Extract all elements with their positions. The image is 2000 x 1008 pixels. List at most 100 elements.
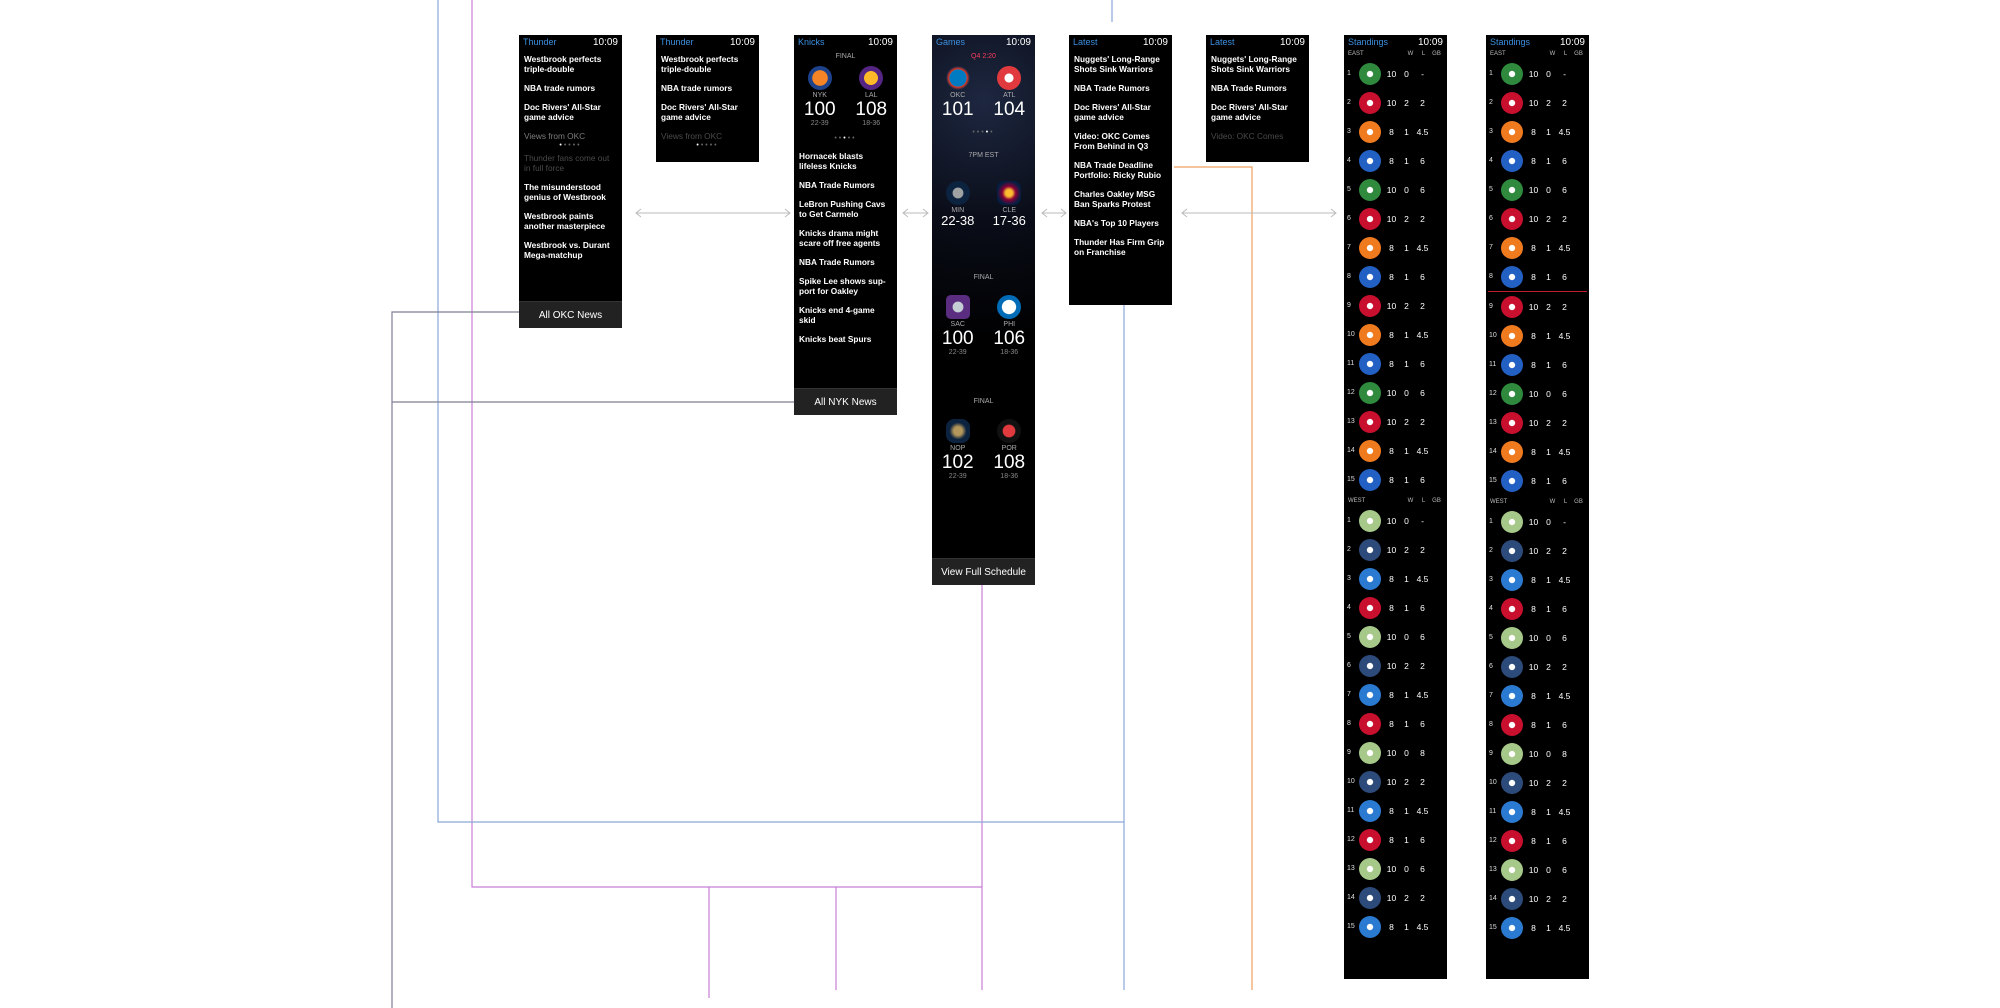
news-item[interactable]: Westbrook vs. Durant Mega-matchup	[524, 240, 610, 260]
news-item[interactable]: The misunderstood genius of Westbrook	[524, 182, 606, 202]
news-item[interactable]: NBA Trade Rumors	[1211, 83, 1287, 93]
news-item[interactable]: NBA Trade Rumors	[1074, 83, 1150, 93]
all-okc-news-button[interactable]: All OKC News	[519, 301, 622, 328]
all-nyk-news-button[interactable]: All NYK News	[794, 388, 897, 415]
game-card[interactable]: NOP 102 22-39 POR 108 18-36	[932, 419, 1035, 480]
app-title[interactable]: Knicks	[798, 37, 825, 47]
news-item[interactable]: Nuggets' Long-Range Shots Sink Warriors	[1211, 54, 1297, 74]
news-item[interactable]: Doc Rivers' All-Star game advice	[661, 102, 738, 122]
app-title[interactable]: Latest	[1210, 37, 1235, 47]
app-title[interactable]: Standings	[1490, 37, 1531, 47]
news-item[interactable]: NBA's Top 10 Players	[1074, 218, 1159, 228]
news-item[interactable]: Thunder fans come out in full force	[524, 153, 610, 173]
game-card[interactable]: OKC 101 ATL 104	[932, 66, 1035, 120]
news-item[interactable]: NBA trade rumors	[524, 83, 596, 93]
app-title[interactable]: Latest	[1073, 37, 1098, 47]
news-item[interactable]: Knicks drama might scare off free agents	[799, 228, 881, 248]
app-title[interactable]: Standings	[1348, 37, 1389, 47]
news-item[interactable]: Spike Lee shows sup-port for Oakley	[799, 276, 886, 296]
news-item[interactable]: Knicks end 4-game skid	[799, 305, 875, 325]
news-item[interactable]: NBA trade rumors	[661, 83, 733, 93]
news-item[interactable]: Westbrook perfects triple-double	[524, 54, 602, 74]
news-item[interactable]: Views from OKC	[524, 131, 586, 141]
news-item[interactable]: Hornacek blasts lifeless Knicks	[799, 151, 864, 171]
news-item[interactable]: Westbrook perfects triple-double	[661, 54, 739, 74]
news-item[interactable]: Thunder Has Firm Grip on Franchise	[1074, 237, 1165, 257]
news-item[interactable]: Doc Rivers' All-Star game advice	[1074, 102, 1151, 122]
news-item[interactable]: Knicks beat Spurs	[799, 334, 872, 344]
news-item[interactable]: Nuggets' Long-Range Shots Sink Warriors	[1074, 54, 1160, 74]
news-item[interactable]: Video: OKC Comes From Behind in Q3	[1074, 131, 1150, 151]
game-card[interactable]: SAC 100 22-39 PHI 106 18-36	[932, 295, 1035, 356]
news-item[interactable]: Views from OKC	[661, 131, 723, 141]
view-full-schedule-button[interactable]: View Full Schedule	[932, 558, 1035, 585]
app-title[interactable]: Thunder	[523, 37, 557, 47]
news-item[interactable]: Charles Oakley MSG Ban Sparks Protest	[1074, 189, 1156, 209]
news-item[interactable]: Doc Rivers' All-Star game advice	[1211, 102, 1288, 122]
news-item[interactable]: NBA Trade Rumors	[799, 257, 875, 267]
news-item[interactable]: Video: OKC Comes	[1211, 131, 1284, 141]
news-item[interactable]: Doc Rivers' All-Star game advice	[524, 102, 601, 122]
news-item[interactable]: NBA Trade Deadline Portfolio: Ricky Rubi…	[1074, 160, 1162, 180]
app-title[interactable]: Games	[936, 37, 966, 47]
app-title[interactable]: Thunder	[660, 37, 694, 47]
game-card[interactable]: MIN 22-38 CLE 17-36	[932, 181, 1035, 228]
